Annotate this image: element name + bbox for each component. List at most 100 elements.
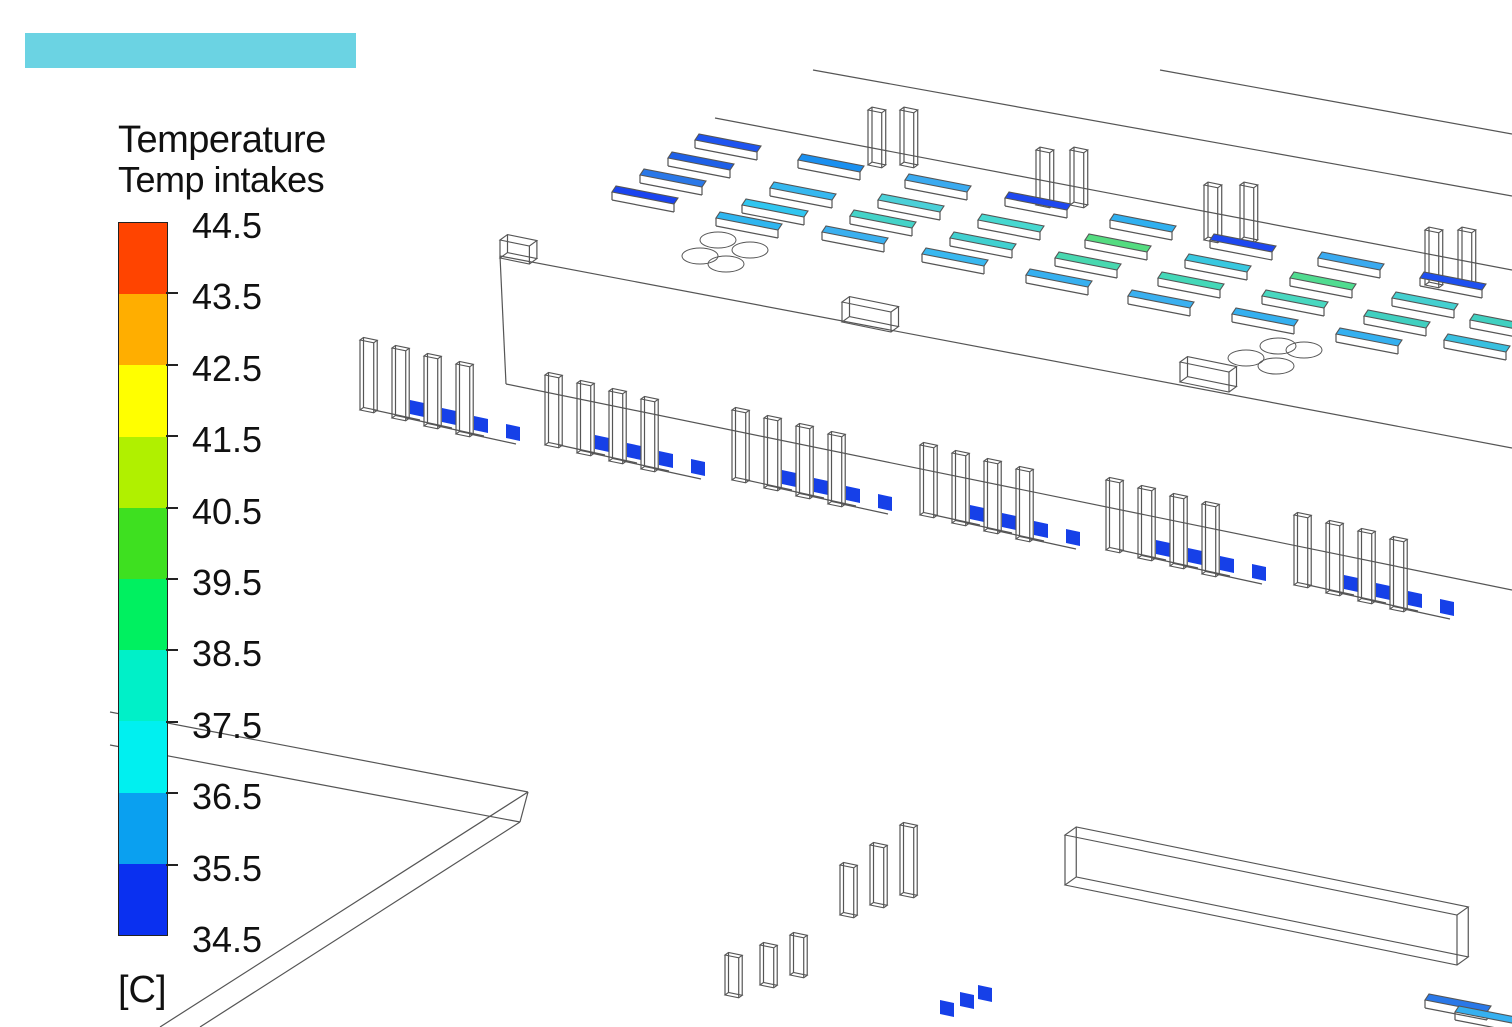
intake-patch <box>782 470 796 487</box>
rack-outline <box>1084 233 1152 253</box>
intake-duct <box>838 861 859 869</box>
rack-intake-surface <box>612 186 678 204</box>
intake-duct <box>422 352 443 360</box>
rack-edge <box>611 199 675 213</box>
intake-duct <box>950 449 971 457</box>
rack-outline <box>1109 213 1177 233</box>
intake-duct <box>558 444 606 456</box>
rack-intake-surface <box>1262 290 1328 308</box>
intake-duct <box>1029 538 1077 550</box>
intake-patch <box>978 985 992 1002</box>
rack-intake-surface <box>1026 269 1092 287</box>
rack-outline <box>1004 191 1072 211</box>
rack-edge <box>769 195 833 209</box>
stack-column <box>1202 181 1224 189</box>
intake-patch <box>1034 521 1048 538</box>
rack-intake-surface <box>1425 994 1491 1012</box>
rack-intake-surface <box>1085 234 1151 252</box>
rack-intake-surface <box>668 152 734 170</box>
intake-duct <box>868 841 889 849</box>
intake-duct <box>777 487 825 499</box>
rack-outline <box>667 151 735 171</box>
intake-duct <box>723 991 744 999</box>
rack-edge <box>1454 1019 1495 1027</box>
intake-duct <box>841 503 889 515</box>
intake-patch <box>1188 548 1202 565</box>
intake-duct <box>654 468 702 480</box>
rack-intake-surface <box>1210 234 1276 252</box>
intake-duct <box>373 409 421 421</box>
intake-patch <box>960 992 974 1009</box>
rack-intake-surface <box>878 194 944 212</box>
room-edge <box>714 117 1512 271</box>
rack-intake-surface <box>950 232 1016 250</box>
rack-intake-surface <box>1444 334 1510 352</box>
rack-edge <box>1261 303 1325 317</box>
rack-outline <box>741 198 809 218</box>
rack-outline <box>1157 271 1225 291</box>
rack-edge <box>1363 323 1427 337</box>
intake-duct <box>543 371 564 379</box>
intake-patch <box>410 400 424 417</box>
stack-column <box>1456 226 1478 234</box>
intake-duct <box>758 981 779 989</box>
intake-duct <box>758 941 779 949</box>
vent-outline <box>1259 337 1297 355</box>
rack-edge <box>1054 265 1118 279</box>
intake-duct <box>639 395 660 403</box>
rack-edge <box>715 225 779 239</box>
vent-outline <box>707 255 745 273</box>
intake-duct <box>358 336 379 344</box>
rack-intake-surface <box>1055 252 1121 270</box>
intake-duct <box>437 425 485 437</box>
intake-duct <box>1371 600 1419 612</box>
intake-duct <box>745 479 793 491</box>
rack-outline <box>1391 291 1459 311</box>
stack-column <box>898 106 920 114</box>
rack-outline <box>1335 327 1403 347</box>
rack-intake-surface <box>922 248 988 266</box>
rack-outline <box>904 173 972 193</box>
vent-outline <box>1257 357 1295 375</box>
intake-patch <box>940 1000 954 1017</box>
intake-duct <box>730 406 751 414</box>
duct-box <box>1063 876 1470 966</box>
intake-patch <box>1066 529 1080 546</box>
rack-intake-surface <box>1470 314 1512 329</box>
rack-edge <box>821 239 885 253</box>
intake-patch <box>595 435 609 452</box>
stack-column <box>1068 201 1090 209</box>
intake-duct <box>1104 476 1125 484</box>
room-edge <box>499 255 507 385</box>
rack-edge <box>1157 285 1221 299</box>
rack-edge <box>694 147 758 161</box>
rack-outline <box>694 133 762 153</box>
intake-duct <box>1151 557 1199 569</box>
rack-outline <box>1127 289 1195 309</box>
floor-edge <box>519 791 529 823</box>
duct-box <box>498 234 539 247</box>
duct-box <box>498 252 539 265</box>
rack-intake-surface <box>716 212 782 230</box>
rack-edge <box>1469 327 1512 337</box>
intake-duct <box>1403 608 1451 620</box>
intake-patch <box>1156 540 1170 557</box>
rack-edge <box>904 187 968 201</box>
intake-patch <box>970 505 984 522</box>
intake-duct <box>1136 484 1157 492</box>
room-edge <box>505 383 1512 591</box>
rack-intake-surface <box>798 154 864 172</box>
rack-outline <box>1184 253 1252 273</box>
intake-duct <box>1014 465 1035 473</box>
intake-duct <box>1292 511 1313 519</box>
rack-outline <box>1289 271 1357 291</box>
stack-column <box>898 161 920 169</box>
intake-patch <box>1002 513 1016 530</box>
intake-patch <box>474 416 488 433</box>
rack-edge <box>977 227 1041 241</box>
intake-patch <box>659 451 673 468</box>
rack-outline <box>639 168 707 188</box>
intake-duct <box>965 522 1013 534</box>
rack-edge <box>877 207 941 221</box>
rack-outline <box>1025 268 1093 288</box>
